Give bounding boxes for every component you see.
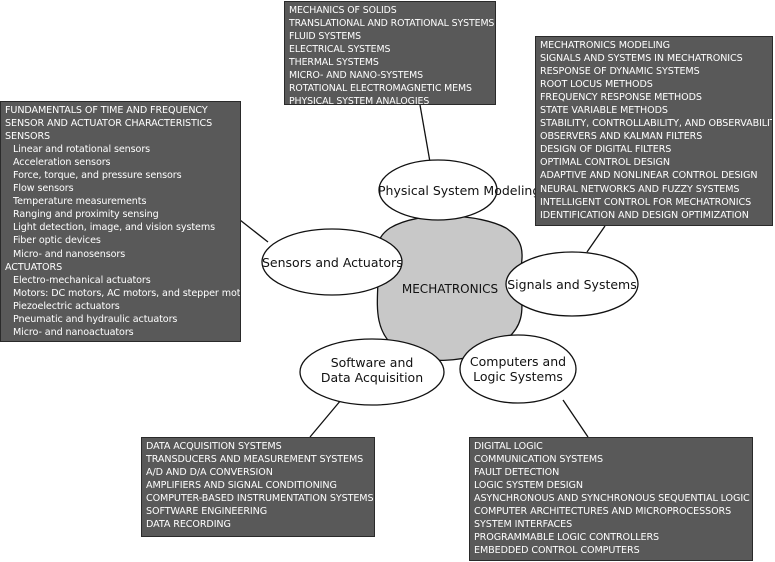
node-computers-label: Computers and Logic Systems (460, 354, 576, 384)
software-topic-item: TRANSDUCERS AND MEASUREMENT SYSTEMS (146, 454, 364, 466)
physical-topics-box: MECHANICS OF SOLIDS TRANSLATIONAL AND ROT… (284, 1, 496, 105)
node-signals-label: Signals and Systems (507, 277, 637, 292)
signals-topic-item: STATE VARIABLE METHODS (540, 105, 668, 117)
sensors-topic-item: Flow sensors (13, 183, 74, 195)
sensors-topic-item: SENSOR AND ACTUATOR CHARACTERISTICS (5, 118, 213, 130)
physical-topic-item: ROTATIONAL ELECTROMAGNETIC MEMS (289, 83, 472, 95)
sensors-topic-item: Temperature measurements (13, 196, 147, 208)
software-topic-item: DATA ACQUISITION SYSTEMS (146, 441, 282, 452)
physical-topic-item: TRANSLATIONAL AND ROTATIONAL SYSTEMS (289, 18, 495, 30)
physical-topic-item: MECHANICS OF SOLIDS (289, 5, 397, 16)
signals-topic-item: MECHATRONICS MODELING (540, 40, 670, 51)
computers-topic-item: LOGIC SYSTEM DESIGN (474, 480, 583, 492)
signals-topic-item: ADAPTIVE AND NONLINEAR CONTROL DESIGN (540, 170, 758, 182)
software-topic-item: DATA RECORDING (146, 519, 231, 531)
computers-topic-item: COMMUNICATION SYSTEMS (474, 454, 604, 466)
connector-software (309, 399, 342, 438)
software-topic-item: A/D AND D/A CONVERSION (146, 467, 273, 479)
signals-topic-item: SIGNALS AND SYSTEMS IN MECHATRONICS (540, 53, 743, 65)
connector-physical (419, 104, 431, 163)
signals-topic-item: INTELLIGENT CONTROL FOR MECHATRONICS (540, 196, 752, 208)
connector-sensors (239, 219, 269, 243)
signals-topic-item: STABILITY, CONTROLLABILITY, AND OBSERVAB… (540, 118, 773, 130)
node-software-label: Software and Data Acquisition (300, 355, 444, 385)
signals-topic-item: IDENTIFICATION AND DESIGN OPTIMIZATION (540, 209, 749, 221)
computers-topic-item: COMPUTER ARCHITECTURES AND MICROPROCESSO… (474, 506, 732, 518)
sensors-topic-item: Motors: DC motors, AC motors, and steppe… (13, 287, 241, 299)
node-sensors-ellipse (261, 228, 403, 296)
physical-topic-item: ELECTRICAL SYSTEMS (289, 44, 391, 56)
sensors-topic-item: SENSORS (5, 131, 51, 143)
sensors-topic-item: FUNDAMENTALS OF TIME AND FREQUENCY (5, 105, 208, 116)
signals-topic-item: OBSERVERS AND KALMAN FILTERS (540, 131, 703, 143)
node-software-label-line1: Software and (330, 355, 414, 370)
sensors-topic-item: Fiber optic devices (13, 235, 101, 247)
signals-topic-item: ROOT LOCUS METHODS (540, 79, 653, 91)
signals-topics-box: MECHATRONICS MODELING SIGNALS AND SYSTEMS… (535, 36, 773, 226)
sensors-topic-item: Micro- and nanoactuators (13, 326, 134, 338)
connector-computers (562, 399, 589, 438)
node-computers-label-line2: Logic Systems (473, 369, 563, 384)
signals-topic-item: OPTIMAL CONTROL DESIGN (540, 157, 670, 169)
node-software-ellipse (299, 338, 445, 406)
signals-topic-item: RESPONSE OF DYNAMIC SYSTEMS (540, 66, 700, 78)
physical-topic-item: MICRO- AND NANO-SYSTEMS (289, 70, 424, 82)
node-physical-ellipse (378, 159, 498, 221)
node-signals-ellipse (505, 251, 639, 317)
sensors-topic-item: Light detection, image, and vision syste… (13, 222, 215, 234)
software-topic-item: COMPUTER-BASED INSTRUMENTATION SYSTEMS (146, 493, 374, 505)
sensors-topic-item: Ranging and proximity sensing (13, 209, 159, 221)
node-physical-label: Physical System Modeling (378, 183, 541, 198)
node-software-label-line2: Data Acquisition (320, 370, 424, 385)
software-topics-box: DATA ACQUISITION SYSTEMS TRANSDUCERS AND … (141, 437, 375, 537)
computers-topic-item: EMBEDDED CONTROL COMPUTERS (474, 545, 640, 557)
node-computers-label-line1: Computers and (469, 354, 567, 369)
sensors-topic-item: Electro-mechanical actuators (13, 274, 151, 286)
computers-topic-item: FAULT DETECTION (474, 467, 560, 479)
connector-signals (586, 225, 606, 253)
software-topic-item: SOFTWARE ENGINEERING (146, 506, 268, 518)
sensors-topics-box: FUNDAMENTALS OF TIME AND FREQUENCY SENSOR… (0, 101, 241, 342)
signals-topic-item: FREQUENCY RESPONSE METHODS (540, 92, 702, 104)
software-topic-item: AMPLIFIERS AND SIGNAL CONDITIONING (146, 480, 337, 492)
center-label: MECHATRONICS (401, 282, 499, 296)
sensors-topic-item: Micro- and nanosensors (13, 248, 126, 260)
sensors-topic-item: Force, torque, and pressure sensors (13, 170, 182, 182)
sensors-topic-item: Pneumatic and hydraulic actuators (13, 313, 178, 325)
sensors-topic-item: ACTUATORS (5, 261, 63, 273)
sensors-topic-item: Linear and rotational sensors (13, 144, 151, 156)
computers-topic-item: SYSTEM INTERFACES (474, 519, 573, 531)
signals-topic-item: DESIGN OF DIGITAL FILTERS (540, 144, 672, 156)
physical-topic-item: PHYSICAL SYSTEM ANALOGIES (289, 96, 430, 105)
sensors-topic-item: Acceleration sensors (13, 157, 111, 169)
node-sensors-label: Sensors and Actuators (262, 255, 403, 270)
physical-topic-item: THERMAL SYSTEMS (289, 57, 379, 69)
sensors-topic-item: Piezoelectric actuators (13, 300, 120, 312)
computers-topic-item: ASYNCHRONOUS AND SYNCHRONOUS SEQUENTIAL … (474, 493, 750, 505)
physical-topic-item: FLUID SYSTEMS (289, 31, 361, 43)
node-computers-ellipse (459, 334, 577, 404)
computers-topic-item: PROGRAMMABLE LOGIC CONTROLLERS (474, 532, 660, 544)
signals-topic-item: NEURAL NETWORKS AND FUZZY SYSTEMS (540, 183, 740, 195)
computers-topic-item: DIGITAL LOGIC (474, 441, 543, 452)
